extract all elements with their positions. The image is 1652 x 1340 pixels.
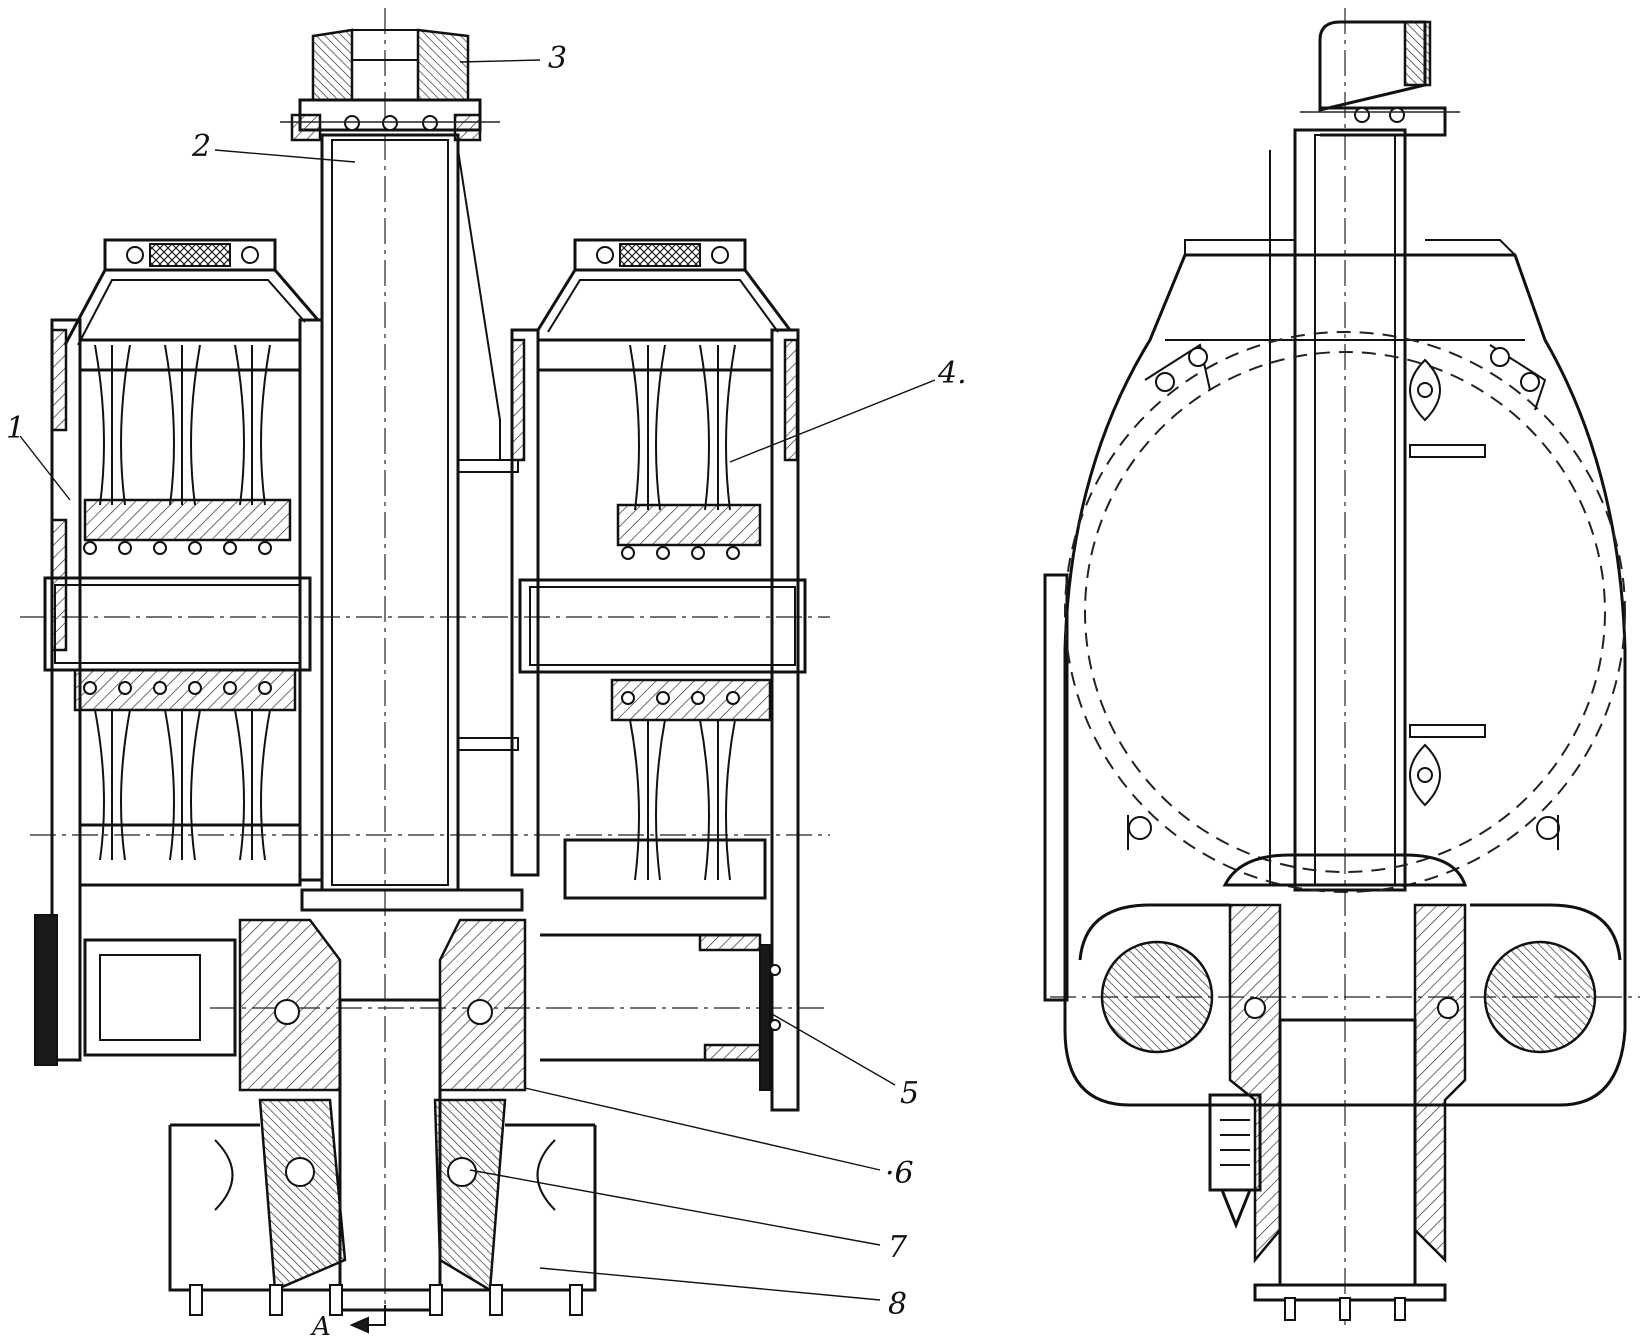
callout-1: 1 — [6, 411, 25, 446]
callout-3: 3 — [548, 41, 567, 76]
section-marker — [349, 1305, 386, 1334]
right-upper-blades — [616, 344, 762, 547]
rotor-circle-inner — [1084, 351, 1606, 873]
callout-5: 5 — [900, 1076, 919, 1111]
right-rotor-housing — [510, 238, 807, 1112]
callout-8: 8 — [888, 1287, 907, 1322]
base-bolts — [189, 1284, 583, 1316]
left-upper-blades — [83, 344, 292, 542]
section-label-a: A — [310, 1312, 331, 1340]
central-pipe — [300, 133, 524, 912]
side-base-bolts — [1284, 1297, 1406, 1321]
leader-lines — [19, 59, 936, 1301]
top-nozzle — [280, 28, 500, 142]
rotor-circle-outer — [1064, 331, 1626, 893]
right-gear — [1483, 940, 1597, 1054]
callout-6: ·6 — [885, 1156, 914, 1191]
side-pipe — [1293, 128, 1407, 892]
lower-gear-body — [168, 918, 597, 1316]
callout-7: 7 — [888, 1230, 908, 1265]
callout-4: 4. — [937, 356, 967, 391]
side-housing — [1063, 253, 1627, 1107]
front-section-view: 3 2 1 4. 5 ·6 7 8 A — [6, 8, 967, 1340]
right-lower-blades — [610, 678, 772, 881]
right-bolt-row — [621, 546, 740, 705]
spring-plug — [1208, 1093, 1262, 1192]
left-gear — [1100, 940, 1214, 1054]
left-bolt-row — [83, 541, 272, 695]
callout-2: 2 — [191, 129, 211, 164]
left-lower-blades — [73, 668, 297, 861]
left-rotor-housing — [34, 238, 324, 1066]
side-section-view — [1043, 8, 1640, 1325]
